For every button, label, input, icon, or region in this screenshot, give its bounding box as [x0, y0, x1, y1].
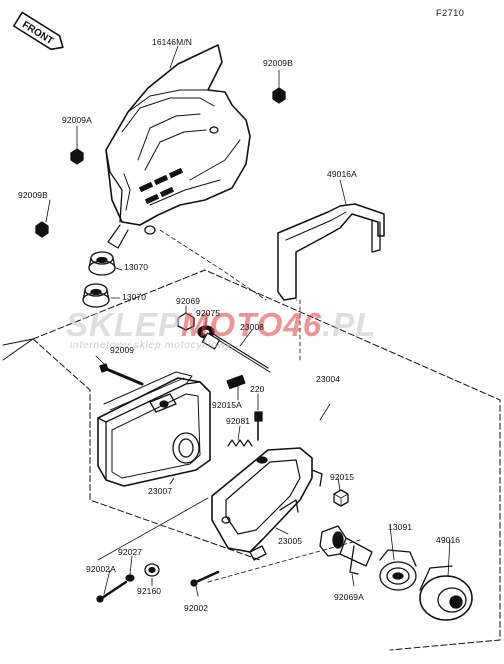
part-label-92009b-top: 92009B [263, 58, 293, 68]
bracket-49016a [277, 203, 385, 301]
assembly-boundary [32, 269, 501, 651]
grommet-92009b-top [272, 87, 286, 104]
part-label-92009: 92009 [110, 345, 135, 355]
headlight-unit-23007 [97, 371, 211, 487]
part-label-13070-b: 13070 [122, 292, 147, 302]
part-label-16146: 16146M/N [152, 37, 193, 47]
part-label-13070-a: 13070 [124, 262, 149, 272]
part-label-23007: 23007 [148, 486, 173, 496]
leader-lines [45, 45, 451, 597]
grommet-92009a [70, 148, 84, 165]
part-label-92027: 92027 [118, 547, 143, 557]
part-label-49016: 49016 [436, 535, 461, 545]
nut-92015 [333, 489, 349, 507]
screw-92002a [96, 580, 128, 603]
adjuster-screw-23008 [201, 331, 271, 373]
watermark-tagline: internetowy sklep motocyklowy [70, 339, 232, 351]
part-label-92009b-left: 92009B [18, 190, 48, 200]
part-label-92015a: 92015A [212, 400, 242, 410]
part-label-92069: 92069 [176, 296, 201, 306]
headlight-cover [105, 44, 251, 249]
part-label-23004: 23004 [316, 374, 341, 384]
bushing-92027 [125, 574, 135, 582]
cover-49016 [419, 565, 473, 621]
nut-92160 [144, 563, 160, 577]
bolt-220 [254, 411, 263, 441]
housing-23005 [211, 447, 323, 561]
part-label-23005: 23005 [278, 536, 303, 546]
part-label-220: 220 [250, 384, 265, 394]
socket-13091 [379, 549, 417, 591]
screw-92002 [190, 570, 220, 587]
boundary-bracket-left [2, 338, 34, 361]
watermark-brand-left: SKLEP [66, 306, 182, 343]
watermark-brand: SKLEPMOTO46.PL [66, 306, 376, 344]
part-label-49016a: 49016A [327, 169, 357, 179]
part-label-92002a: 92002A [86, 564, 116, 574]
front-arrow-badge: FRONT [12, 11, 64, 51]
part-label-92009a: 92009A [62, 115, 92, 125]
watermark-brand-accent: MOTO46 [181, 306, 323, 343]
part-label-92081: 92081 [226, 416, 251, 426]
part-label-92015: 92015 [330, 472, 355, 482]
part-label-92160: 92160 [137, 586, 162, 596]
diagram-code: F2710 [436, 8, 465, 18]
clip-92015a [226, 374, 246, 390]
grommet-13070-a [88, 251, 116, 276]
bulb-92069a [319, 525, 373, 575]
part-label-23008: 23008 [240, 322, 265, 332]
part-label-92075: 92075 [196, 308, 221, 318]
part-label-92069a: 92069A [334, 592, 364, 602]
spring-92081 [227, 439, 253, 447]
grommet-13070-b [82, 283, 110, 308]
grommet-92009b-left [35, 221, 49, 238]
screw-92009 [99, 363, 144, 386]
watermark-brand-right: .PL [322, 306, 377, 343]
part-label-92002: 92002 [184, 603, 209, 613]
part-label-13091: 13091 [388, 522, 413, 532]
